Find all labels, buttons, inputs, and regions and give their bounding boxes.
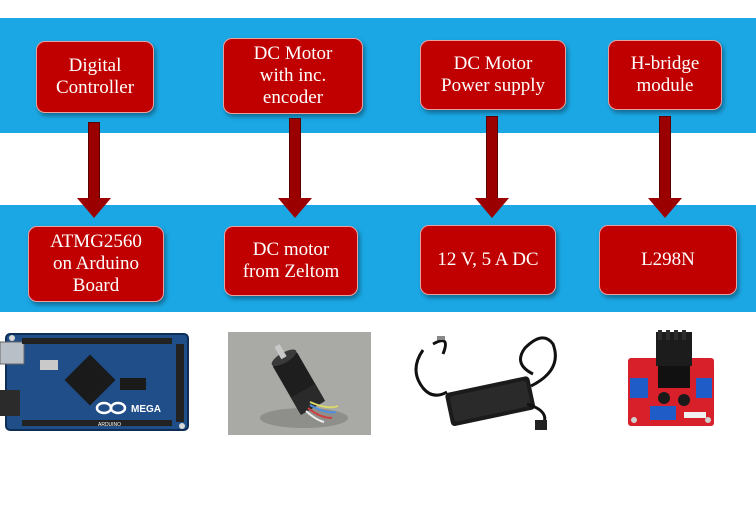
box-line: with inc. [259, 65, 327, 86]
box-line: Controller [55, 77, 135, 98]
box-line: H-bridge [630, 53, 700, 74]
box-line: encoder [262, 87, 324, 108]
power-supply-photo [403, 330, 570, 434]
arduino-brand-text: ARDUINO [98, 422, 121, 428]
box-line: DC Motor [453, 53, 533, 74]
arduino-mega-photo: MEGA ARDUINO [0, 330, 190, 434]
arduino-logo-text: MEGA [131, 404, 161, 415]
l298n-box: L298N [599, 225, 737, 295]
box-line: Board [72, 275, 120, 296]
box-line: DC Motor [253, 43, 333, 64]
box-line: from Zeltom [242, 261, 340, 282]
box-line: Power supply [441, 75, 545, 96]
box-line: DC motor [252, 239, 330, 260]
box-line: on Arduino [52, 253, 140, 274]
box-line: L298N [641, 249, 695, 270]
box-line: 12 V, 5 A DC [437, 249, 539, 270]
dc-motor-photo [228, 332, 371, 435]
box-line: ATMG2560 [50, 231, 142, 252]
box-line: module [636, 75, 694, 96]
power-supply-spec-box: 12 V, 5 A DC [420, 225, 556, 295]
box-line: Digital [68, 55, 122, 76]
l298n-module-photo [620, 328, 720, 432]
